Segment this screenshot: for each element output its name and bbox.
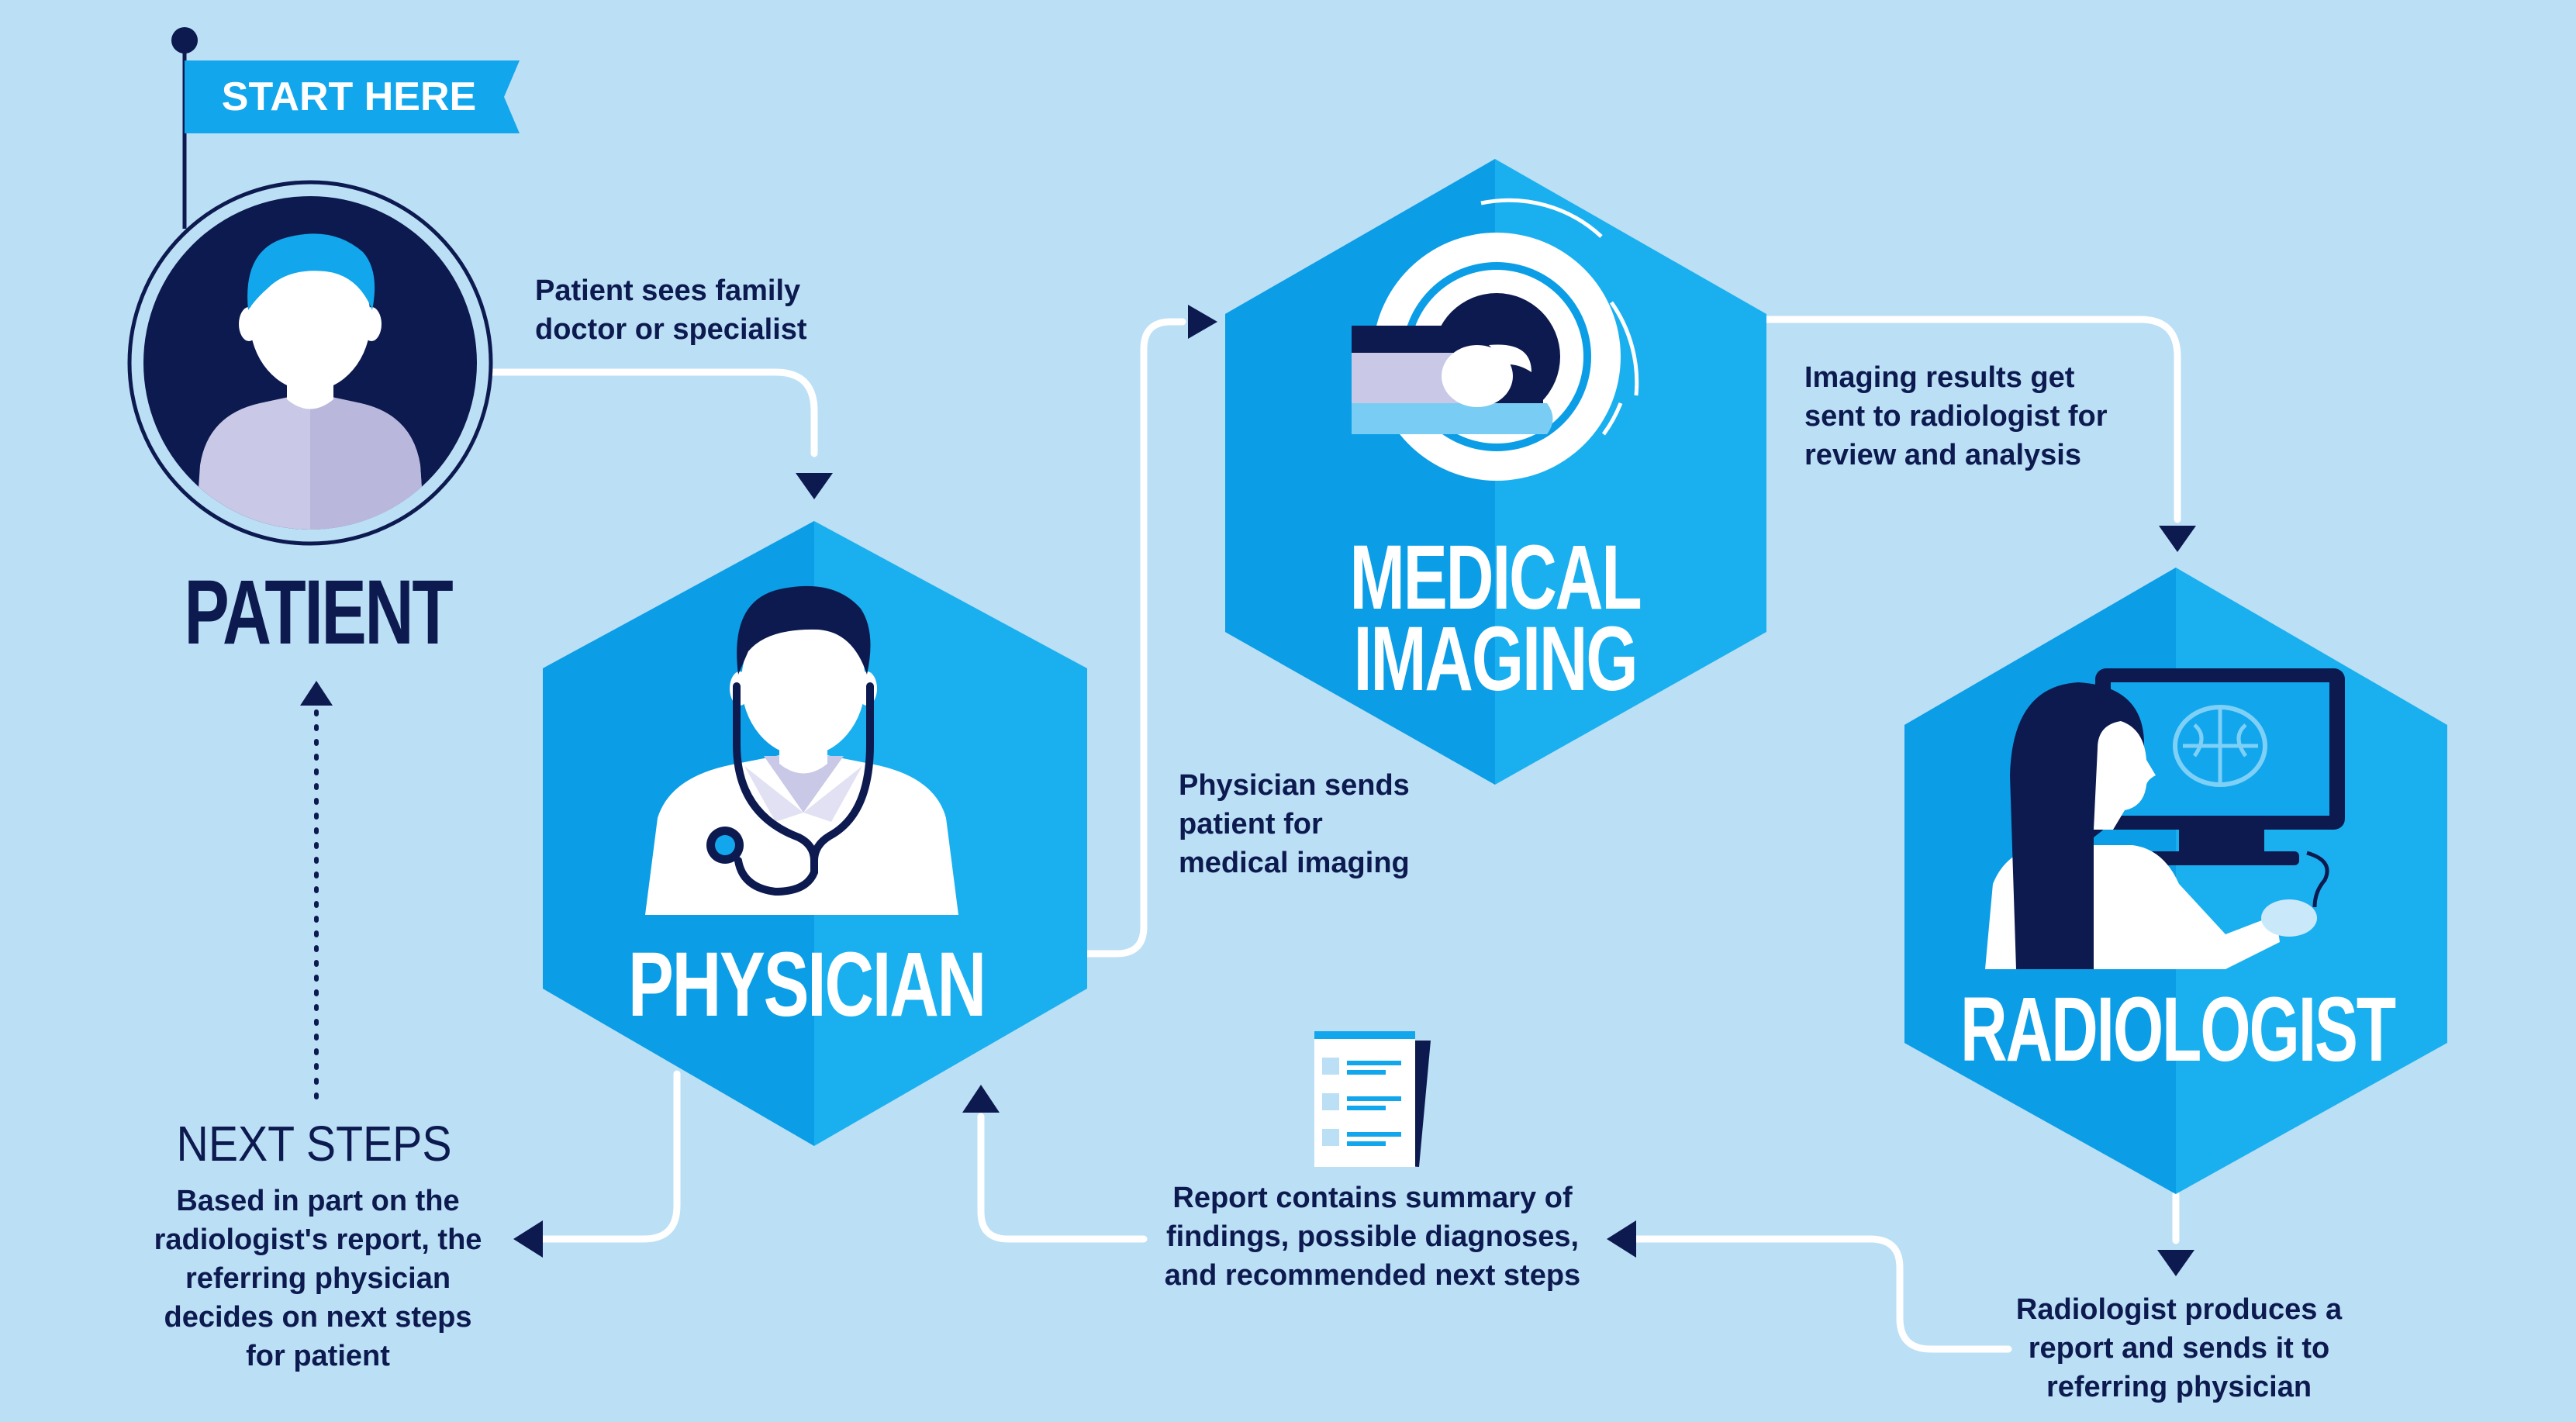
arrow-left-report xyxy=(1607,1220,1636,1258)
caption-physician-to-imaging: Physician sends patient for medical imag… xyxy=(1179,766,1410,882)
caption-line: patient for xyxy=(1179,808,1323,840)
arrow-up-physician xyxy=(962,1085,1000,1113)
imaging-title-line1: MEDICAL xyxy=(1350,526,1641,629)
connector-patient-physician xyxy=(489,368,818,457)
caption-line: radiologist's report, the xyxy=(154,1224,482,1256)
connector-radiologist-report xyxy=(1632,1235,2012,1353)
arrow-down-radiologist-caption xyxy=(2157,1250,2194,1276)
caption-imaging-to-radiologist: Imaging results get sent to radiologist … xyxy=(1804,358,2108,475)
physician-title: PHYSICIAN xyxy=(628,934,985,1036)
mri-scanner-icon xyxy=(1352,198,1639,481)
arrow-down-physician xyxy=(796,473,833,499)
arrow-down-radiologist xyxy=(2159,526,2196,552)
caption-radiologist-report: Radiologist produces a report and sends … xyxy=(1985,1290,2373,1406)
caption-line: Report contains summary of xyxy=(1172,1182,1573,1214)
arrow-left-nextsteps xyxy=(513,1220,543,1258)
report-document-icon xyxy=(1314,1031,1431,1167)
caption-line: and recommended next steps xyxy=(1164,1259,1581,1292)
caption-next-steps: Based in part on the radiologist's repor… xyxy=(116,1182,520,1375)
radiologist-title: RADIOLOGIST xyxy=(1960,978,2395,1081)
flag-icon xyxy=(171,27,520,229)
caption-line: Patient sees family xyxy=(535,274,801,307)
caption-line: Physician sends xyxy=(1179,769,1410,802)
connector-physician-nextsteps xyxy=(539,1070,681,1243)
caption-line: review and analysis xyxy=(1804,439,2081,471)
caption-line: Imaging results get xyxy=(1804,361,2075,394)
connector-report-physician xyxy=(977,1113,1148,1243)
caption-line: Based in part on the xyxy=(176,1185,460,1217)
connector-imaging-radiologist xyxy=(1763,316,2181,523)
arrow-right-imaging xyxy=(1188,305,1217,339)
radiologist-monitor-icon xyxy=(1985,668,2345,969)
connector-physician-imaging xyxy=(1083,318,1186,958)
flag-label: START HERE xyxy=(222,74,476,119)
doctor-stethoscope-icon xyxy=(645,585,958,915)
imaging-title-line2: IMAGING xyxy=(1354,608,1637,710)
caption-line: referring physician xyxy=(2046,1371,2312,1403)
caption-line: sent to radiologist for xyxy=(1804,400,2108,433)
caption-line: medical imaging xyxy=(1179,847,1410,879)
caption-line: Radiologist produces a xyxy=(2015,1293,2343,1326)
next-steps-title: NEXT STEPS xyxy=(177,1116,452,1172)
caption-line: referring physician xyxy=(185,1262,451,1295)
caption-patient-to-physician: Patient sees family doctor or specialist xyxy=(535,271,807,349)
caption-line: findings, possible diagnoses, xyxy=(1165,1220,1580,1253)
caption-line: report and sends it to xyxy=(2028,1332,2330,1365)
caption-line: doctor or specialist xyxy=(535,313,807,346)
patient-avatar-icon xyxy=(127,180,493,546)
caption-report-contents: Report contains summary of findings, pos… xyxy=(1148,1179,1597,1295)
caption-line: decides on next steps xyxy=(164,1301,472,1334)
arrow-up-patient xyxy=(300,681,333,706)
caption-line: for patient xyxy=(246,1340,390,1372)
patient-title: PATIENT xyxy=(185,561,453,664)
